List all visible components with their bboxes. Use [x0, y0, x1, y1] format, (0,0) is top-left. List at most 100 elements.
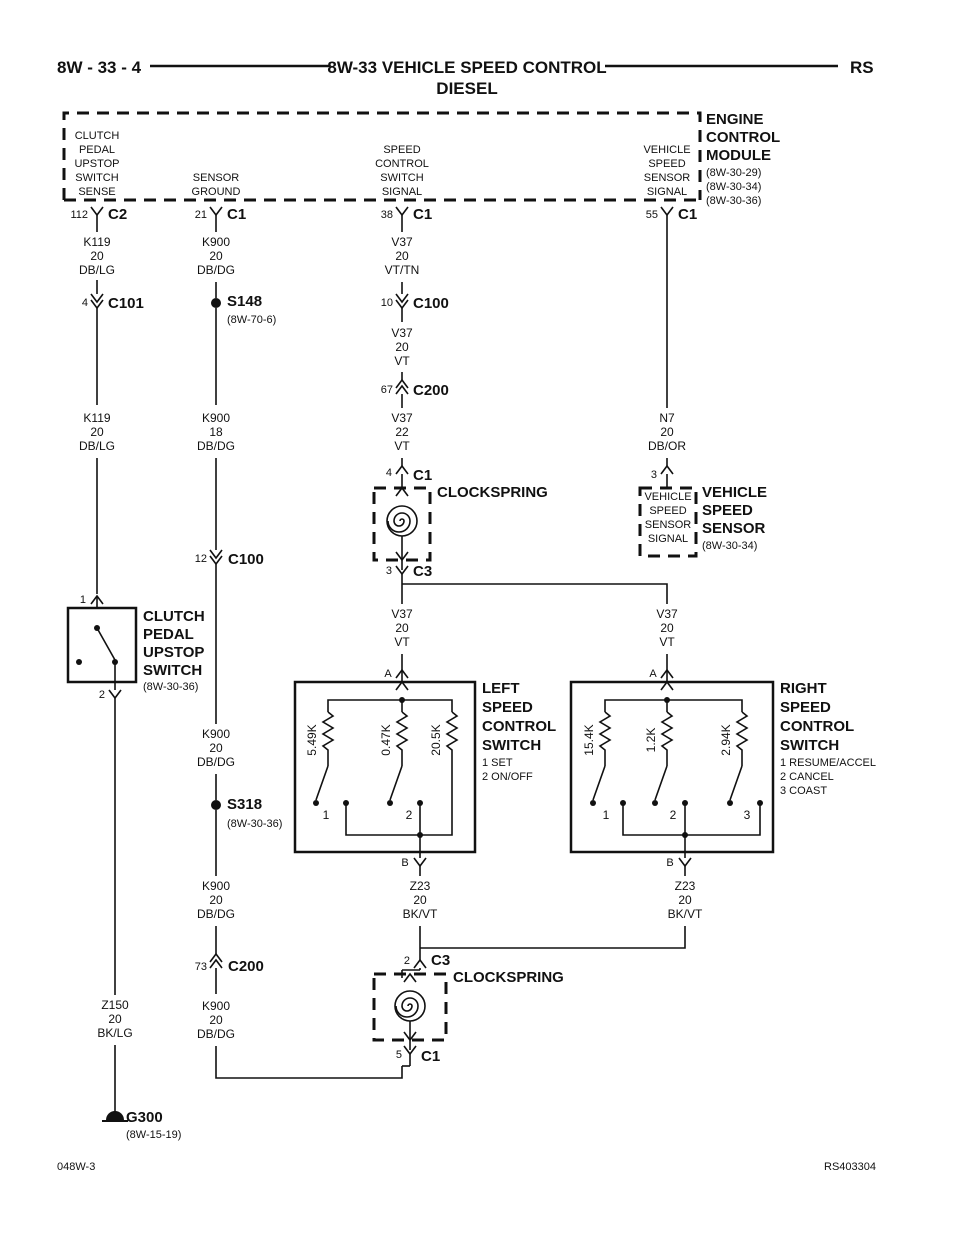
pin-number: 3 — [651, 469, 657, 481]
clutch-switch-box — [66, 606, 138, 684]
wire-label: 20 — [395, 249, 409, 263]
wire-label: DB/OR — [648, 439, 686, 453]
vehicle-speed-sensor: 3 VEHICLE SPEED SENSOR SIGNAL VEHICLE SP… — [638, 464, 767, 558]
wire-label: DB/LG — [79, 263, 115, 277]
component-name: SPEED — [702, 502, 753, 519]
ecm-ref-2: (8W-30-34) — [706, 181, 761, 193]
connector-c200-v37: 67 C200 — [381, 378, 449, 399]
component-name: SPEED — [482, 699, 533, 716]
header-code: RS — [850, 58, 874, 77]
switch-legend: 1 RESUME/ACCEL — [780, 757, 876, 769]
footer-right: RS403304 — [824, 1161, 876, 1173]
wire-label: DB/DG — [197, 755, 235, 769]
wire-label: Z150 — [101, 998, 129, 1012]
wire-label: Z23 — [410, 879, 431, 893]
page-title: 8W-33 VEHICLE SPEED CONTROL — [327, 58, 606, 77]
wire-label: N7 — [659, 411, 675, 425]
connector-name: C1 — [227, 206, 246, 223]
pin-number: 3 — [386, 565, 392, 577]
resistor-label: 2.94K — [719, 724, 733, 755]
ecm-ref-3: (8W-30-36) — [706, 195, 761, 207]
ecm-pin-112: 112 C2 — [70, 206, 127, 223]
component-ref: (8W-30-36) — [143, 681, 198, 693]
pin-number: 21 — [195, 209, 207, 221]
clockspring-box — [372, 486, 432, 562]
wire-label: BK/LG — [97, 1026, 132, 1040]
circuit-z23: Z23 20 BK/VT Z23 20 BK/VT — [403, 866, 703, 960]
ecm-label-text: PEDAL — [79, 144, 115, 156]
ecm-label-text: CLUTCH — [75, 130, 120, 142]
position-label: 2 — [670, 808, 677, 822]
position-label: 1 — [603, 808, 610, 822]
connector-name: C100 — [413, 295, 449, 312]
component-name: SWITCH — [143, 662, 202, 679]
switch-legend: 1 SET — [482, 757, 513, 769]
wire-label: BK/VT — [668, 907, 703, 921]
position-label: 2 — [406, 808, 413, 822]
clockspring-upper: 4 C1 3 C3 CLOCKSPRING — [372, 464, 548, 580]
right-speed-control-switch: A 15.4K 1.2K 2.94K 1 2 3 B RIGHT SPEED — [569, 668, 876, 869]
component-name: SWITCH — [780, 737, 839, 754]
clockspring-label: CLOCKSPRING — [437, 484, 548, 501]
resistor-label: 5.49K — [305, 724, 319, 755]
connector-name: C1 — [413, 467, 432, 484]
ecm-label-text: SPEED — [648, 158, 685, 170]
component-name: CONTROL — [780, 718, 854, 735]
wire-label: 20 — [90, 425, 104, 439]
wire-label: V37 — [391, 411, 413, 425]
pin-number: 4 — [82, 297, 88, 309]
wire-label: 20 — [209, 1013, 223, 1027]
pin-number: 4 — [386, 467, 392, 479]
switch-legend: 3 COAST — [780, 785, 827, 797]
wire-label: V37 — [391, 326, 413, 340]
wire-label: K900 — [202, 999, 230, 1013]
circuit-k900: K900 20 DB/DG S148 (8W-70-6) K900 18 DB/… — [195, 215, 403, 1079]
left-speed-control-switch: A 5.49K 0.47K 20.5K 1 2 B LEFT SPEED CON… — [293, 668, 556, 869]
clockspring-lower: 2 C3 5 C1 CLOCKSPRING — [372, 952, 564, 1067]
vss-inner-label: SIGNAL — [648, 533, 688, 545]
ecm-label-text: SPEED — [383, 144, 420, 156]
splice-ref: (8W-70-6) — [227, 314, 276, 326]
wire-label: V37 — [391, 607, 413, 621]
ecm-module: ENGINE CONTROL MODULE (8W-30-29) (8W-30-… — [62, 111, 780, 223]
wire-label: 20 — [395, 340, 409, 354]
ground-name: G300 — [126, 1109, 163, 1126]
wire-label: 20 — [209, 741, 223, 755]
wire-label: DB/DG — [197, 1027, 235, 1041]
ecm-name-2: CONTROL — [706, 129, 780, 146]
wire-label: K119 — [83, 411, 110, 425]
ecm-pin-55: 55 C1 — [646, 206, 697, 223]
page-subtitle: DIESEL — [436, 79, 497, 98]
ecm-label-text: VEHICLE — [643, 144, 690, 156]
wire-label: 20 — [660, 621, 674, 635]
connector-c100-v37: 10 C100 — [381, 293, 449, 312]
connector-name: C1 — [421, 1048, 440, 1065]
ecm-label-text: SWITCH — [75, 172, 118, 184]
pin-number: 1 — [80, 594, 86, 606]
wire-label: V37 — [656, 607, 678, 621]
connector-c100-k900: 12 C100 — [195, 549, 264, 568]
ecm-label-text: SIGNAL — [647, 186, 687, 198]
ecm-label-text: UPSTOP — [74, 158, 119, 170]
vss-inner-label: SPEED — [649, 505, 686, 517]
clockspring-label: CLOCKSPRING — [453, 969, 564, 986]
wire-label: 22 — [395, 425, 409, 439]
ecm-label-text: SENSOR — [193, 172, 240, 184]
wire-label: V37 — [391, 235, 413, 249]
pin-number: 112 — [70, 209, 88, 221]
ecm-name-3: MODULE — [706, 147, 771, 164]
wire-label: DB/DG — [197, 439, 235, 453]
ecm-label-vss: VEHICLE SPEED SENSOR SIGNAL — [643, 144, 690, 198]
component-name: LEFT — [482, 680, 520, 697]
right-switch-box — [569, 680, 775, 854]
ecm-box-outline — [62, 111, 702, 200]
pin-label: A — [649, 668, 657, 680]
pin-number: 73 — [195, 961, 207, 973]
ecm-label-text: SENSOR — [644, 172, 691, 184]
pin-label: B — [666, 857, 673, 869]
switch-legend: 2 CANCEL — [780, 771, 834, 783]
component-name: CONTROL — [482, 718, 556, 735]
wire-label: K900 — [202, 727, 230, 741]
wire-label: VT — [659, 635, 675, 649]
wire-label: 20 — [413, 893, 427, 907]
